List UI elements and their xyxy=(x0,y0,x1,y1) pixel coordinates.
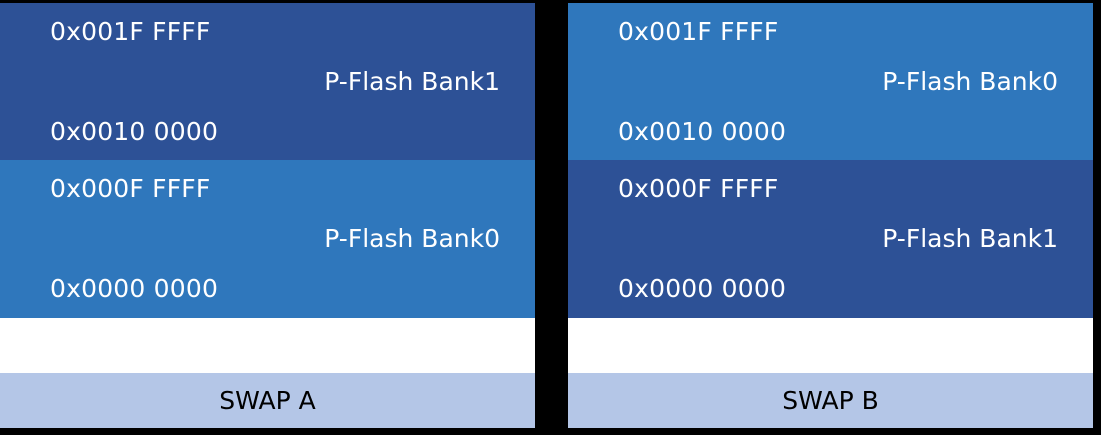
address-label-lower-bottom-swap-a: 0x0000 0000 xyxy=(50,274,219,303)
swap-caption-label-swap-b: SWAP B xyxy=(782,386,879,415)
bank-name-lower-swap-a: P-Flash Bank0 xyxy=(324,224,500,253)
address-label-lower-bottom-swap-b: 0x0000 0000 xyxy=(618,274,787,303)
swap-caption-band-swap-a: SWAP A xyxy=(0,373,535,428)
panel-spacer-swap-a xyxy=(0,318,535,373)
memory-block-upper-swap-a: 0x001F FFFF P-Flash Bank1 0x0010 0000 xyxy=(0,3,535,160)
bank-name-upper-swap-b: P-Flash Bank0 xyxy=(882,67,1058,96)
swap-caption-label-swap-a: SWAP A xyxy=(219,386,316,415)
memory-block-lower-swap-a: 0x000F FFFF P-Flash Bank0 0x0000 0000 xyxy=(0,160,535,318)
address-label-upper-top-swap-b: 0x001F FFFF xyxy=(618,17,779,46)
address-label-upper-bottom-swap-a: 0x0010 0000 xyxy=(50,117,219,146)
memory-block-upper-swap-b: 0x001F FFFF P-Flash Bank0 0x0010 0000 xyxy=(568,3,1093,160)
bank-name-lower-swap-b: P-Flash Bank1 xyxy=(882,224,1058,253)
address-label-lower-top-swap-a: 0x000F FFFF xyxy=(50,174,211,203)
address-label-lower-top-swap-b: 0x000F FFFF xyxy=(618,174,779,203)
address-label-upper-top-swap-a: 0x001F FFFF xyxy=(50,17,211,46)
bank-name-upper-swap-a: P-Flash Bank1 xyxy=(324,67,500,96)
memory-map-panel-swap-a: 0x001F FFFF P-Flash Bank1 0x0010 0000 0x… xyxy=(0,3,535,428)
memory-map-panel-swap-b: 0x001F FFFF P-Flash Bank0 0x0010 0000 0x… xyxy=(568,3,1093,428)
panel-spacer-swap-b xyxy=(568,318,1093,373)
swap-caption-band-swap-b: SWAP B xyxy=(568,373,1093,428)
memory-block-lower-swap-b: 0x000F FFFF P-Flash Bank1 0x0000 0000 xyxy=(568,160,1093,318)
address-label-upper-bottom-swap-b: 0x0010 0000 xyxy=(618,117,787,146)
